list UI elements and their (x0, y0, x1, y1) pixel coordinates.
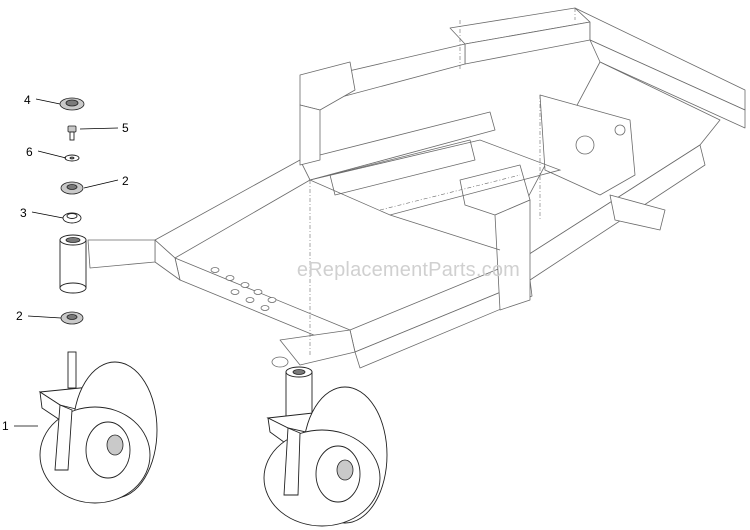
callout-1: 1 (2, 419, 9, 433)
callout-3: 3 (20, 206, 27, 220)
caster-housing (59, 234, 87, 294)
bearing-upper (60, 181, 84, 195)
bearing-lower (60, 311, 84, 325)
callout-2-upper: 2 (122, 174, 129, 188)
leader-line-6 (37, 150, 67, 159)
leader-line-4 (35, 98, 61, 105)
callout-4: 4 (24, 93, 31, 107)
caster-stack (38, 97, 158, 504)
watermark: eReplacementParts.com (297, 259, 520, 281)
callouts: 4 5 6 2 3 2 1 (2, 93, 129, 433)
leader-line-2-upper (83, 179, 119, 189)
callout-2-lower: 2 (16, 309, 23, 323)
caster-stem (67, 351, 77, 389)
dust-cap (59, 97, 85, 111)
leader-line-3 (31, 211, 64, 219)
callout-6: 6 (26, 145, 33, 159)
washer (64, 154, 80, 162)
caster-wheel-left (38, 361, 158, 504)
seal (62, 212, 82, 224)
leader-line-5 (79, 127, 119, 130)
bolt (67, 125, 77, 141)
frame-holes (210, 267, 277, 311)
leader-line-2-lower (27, 315, 62, 319)
mower-frame (87, 7, 746, 369)
caster-assembly-right (263, 366, 388, 527)
callout-5: 5 (122, 121, 129, 135)
